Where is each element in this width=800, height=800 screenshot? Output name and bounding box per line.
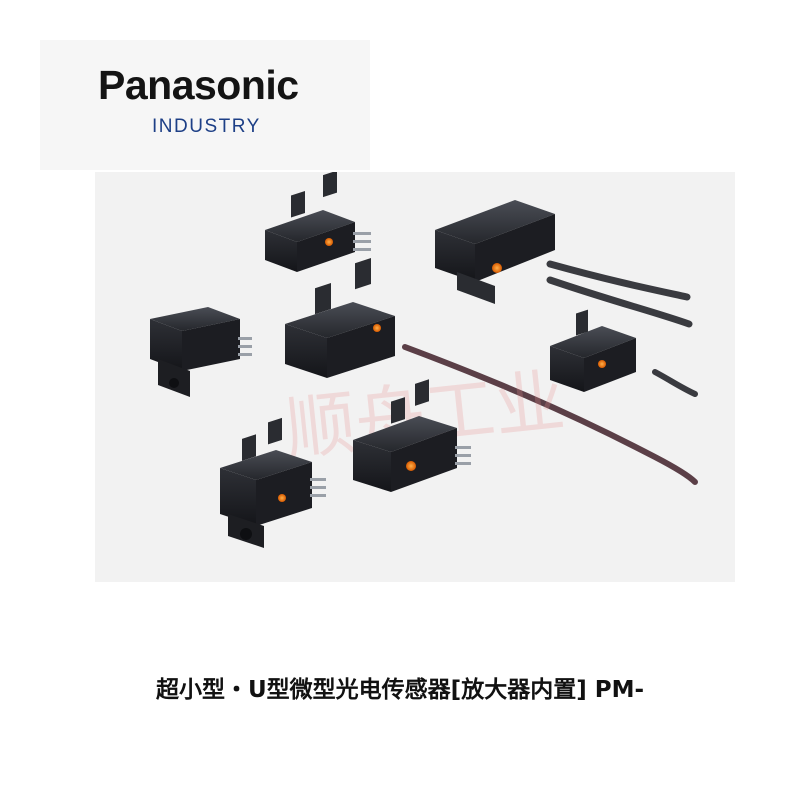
product-photo: 顺舟工业: [95, 172, 735, 582]
sensor-illustration: 顺舟工业: [150, 172, 698, 548]
sensor-bottom-left: [220, 417, 326, 548]
brand-logo: Panasonic INDUSTRY: [40, 40, 370, 170]
sensor-center: [285, 258, 395, 378]
brand-division: INDUSTRY: [152, 116, 261, 137]
sensor-right-middle: [550, 309, 636, 392]
product-caption: 超小型・U型微型光电传感器[放大器内置] PM-: [156, 677, 644, 703]
sensor-left-middle: [150, 307, 252, 397]
sensor-top-center: [265, 172, 371, 272]
brand-name: Panasonic: [98, 62, 299, 108]
sensor-cables: [402, 260, 698, 485]
sensor-bottom-center: [353, 379, 471, 492]
sensor-top-right: [435, 200, 555, 304]
